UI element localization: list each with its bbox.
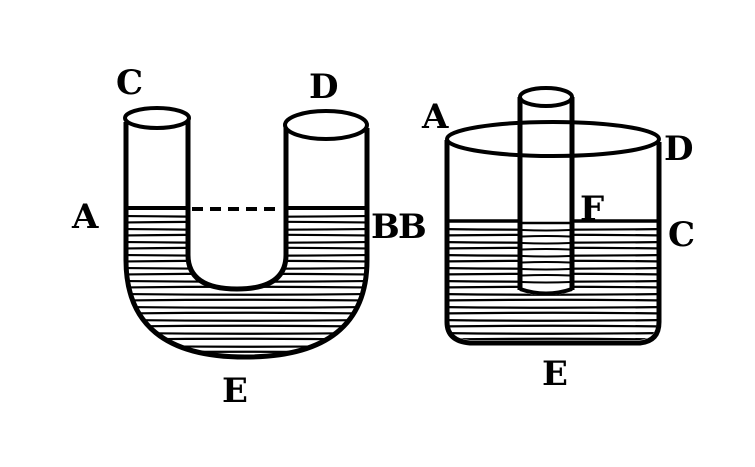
- hatch-line: [521, 255, 571, 258]
- hatch-line: [521, 242, 571, 245]
- u-tube-opening-c: [123, 106, 191, 130]
- hatch-line: [521, 268, 571, 271]
- u-tube: C D A B E: [71, 63, 400, 411]
- u-tube-label-d: D: [309, 67, 338, 107]
- hatch-line: [126, 311, 365, 315]
- hatch-line: [447, 324, 657, 328]
- vessel: A B D F C E: [398, 86, 695, 394]
- vessel-label-d: D: [664, 129, 693, 169]
- hatch-line: [447, 298, 657, 302]
- hatch-line: [126, 324, 365, 328]
- vessel-tube-water: [521, 229, 571, 284]
- hatch-line: [447, 331, 657, 335]
- hatch-line: [126, 253, 365, 257]
- hatch-line: [126, 305, 365, 309]
- u-tube-label-e: E: [222, 371, 248, 411]
- hatch-line: [447, 285, 657, 289]
- vessel-label-f: F: [580, 189, 604, 229]
- hatch-line: [447, 337, 657, 340]
- u-tube-label-c: C: [116, 63, 143, 103]
- vessel-water: [447, 220, 657, 340]
- hatch-line: [521, 235, 571, 238]
- hatch-line: [447, 311, 657, 315]
- u-tube-label-b: B: [371, 207, 400, 247]
- u-tube-opening-d: [283, 109, 369, 141]
- hatch-line: [521, 261, 571, 264]
- hatch-line: [521, 281, 571, 284]
- hatch-line: [447, 318, 657, 322]
- hatch-line: [126, 214, 365, 218]
- hatch-line: [521, 229, 571, 232]
- hatch-line: [126, 220, 365, 224]
- hatch-line: [126, 279, 365, 283]
- hatch-line: [126, 240, 365, 244]
- vessel-wall: [444, 140, 662, 346]
- hatch-line: [126, 350, 365, 354]
- hatch-line: [126, 272, 365, 276]
- hatch-line: [447, 305, 657, 309]
- vessel-label-a: A: [421, 97, 449, 137]
- hatch-line: [126, 344, 365, 348]
- hatch-line: [521, 248, 571, 251]
- hatch-line: [126, 259, 365, 263]
- hatch-line: [126, 233, 365, 237]
- hatch-line: [126, 298, 365, 302]
- hatch-line: [126, 246, 365, 250]
- vessel-label-b: B: [398, 207, 427, 247]
- u-tube-inner-wall: [185, 118, 289, 292]
- vessel-tube-opening: [518, 86, 574, 108]
- vessel-rim: [445, 120, 661, 158]
- vessel-tube-bottom: [519, 287, 573, 296]
- hatch-line: [521, 274, 571, 277]
- vessel-label-c: C: [668, 215, 695, 255]
- vessel-label-e: E: [542, 354, 568, 394]
- hatch-line: [126, 266, 365, 270]
- u-tube-outer-wall: [123, 122, 370, 360]
- hatch-line: [126, 292, 365, 296]
- hatch-line: [126, 227, 365, 231]
- u-tube-label-a: A: [71, 197, 99, 237]
- hatch-line: [126, 318, 365, 322]
